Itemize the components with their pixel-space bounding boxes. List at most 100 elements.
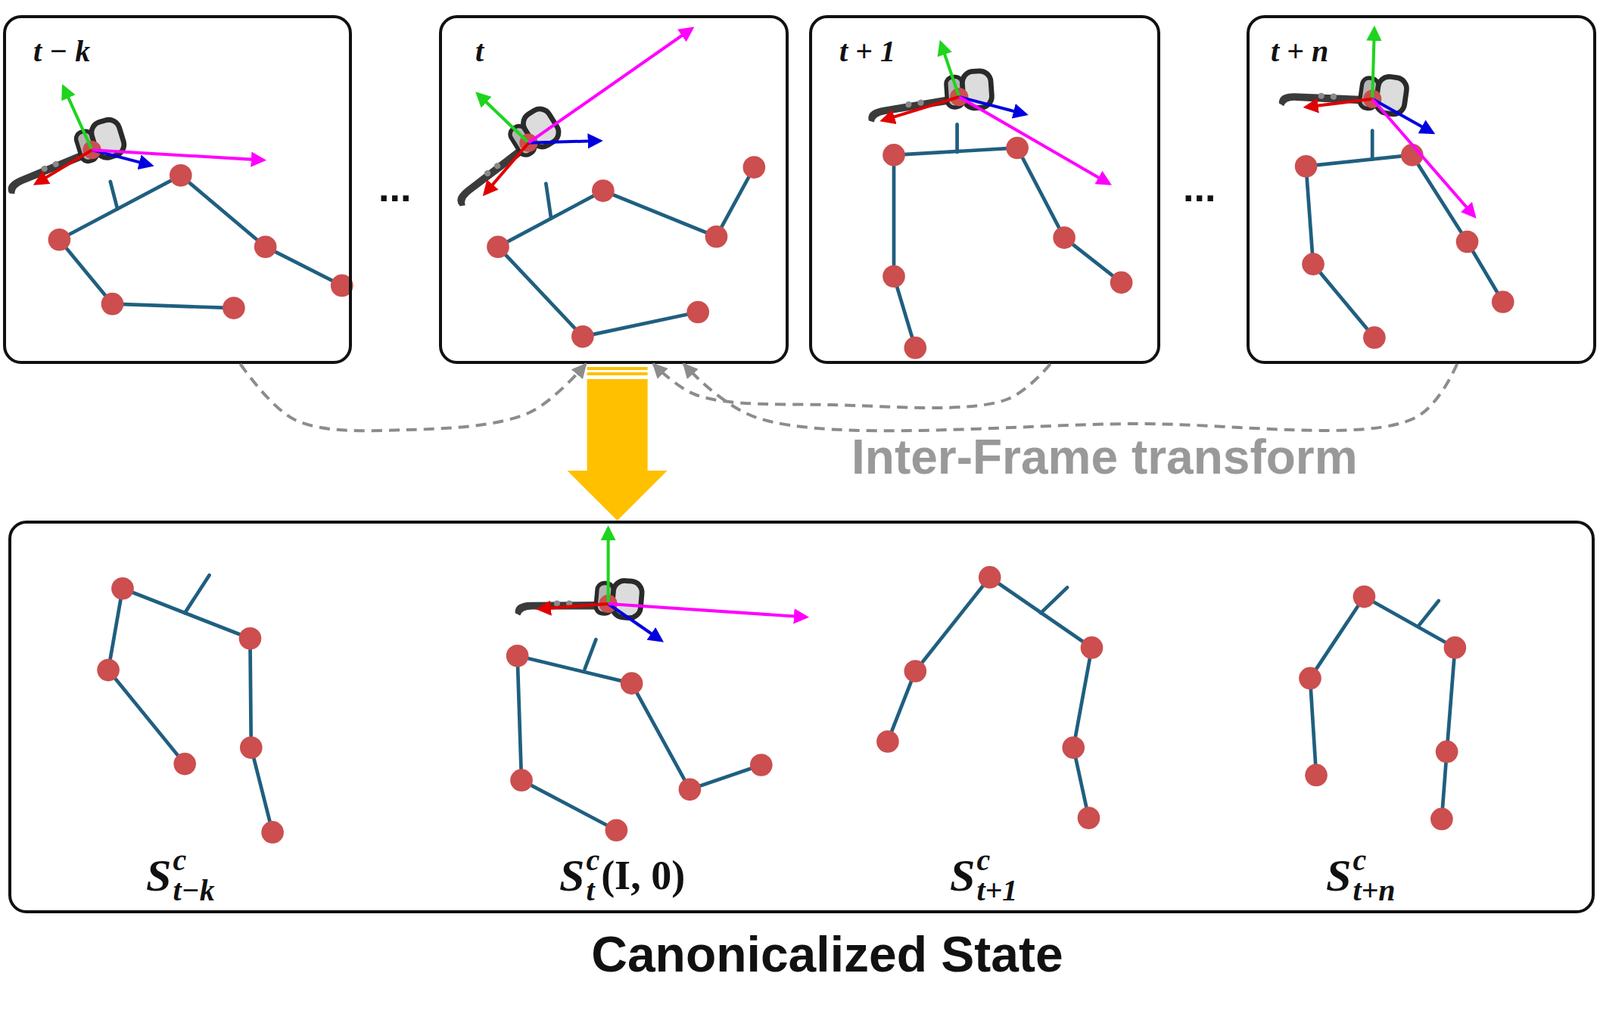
skeleton-bone	[1306, 155, 1413, 167]
skeleton-joint	[705, 225, 729, 249]
axis-arrow	[528, 140, 600, 144]
skeleton-joint	[1110, 271, 1134, 295]
skeleton-joint	[1077, 806, 1101, 830]
state-letter: S	[949, 852, 975, 899]
axis-arrow	[1372, 99, 1433, 133]
state-superscript: c	[172, 845, 215, 876]
skeleton-bone	[108, 588, 185, 765]
axis-arrow	[940, 43, 959, 97]
skeleton-joint	[686, 301, 710, 324]
state-argument: (I, 0)	[600, 855, 685, 897]
gaze-arrow	[528, 28, 692, 144]
skeleton-joint	[506, 644, 530, 668]
state-superscript: c	[1352, 845, 1395, 876]
skeleton-joint	[1430, 808, 1454, 832]
axis-arrow	[484, 143, 529, 194]
skeleton-bone	[59, 239, 234, 309]
inter-frame-arrow	[239, 364, 586, 431]
skeleton-joint	[903, 336, 927, 360]
skeleton-bone	[1073, 647, 1092, 819]
axis-arrow	[607, 528, 611, 604]
axis-arrow	[538, 603, 609, 610]
canonicalize-arrow-group	[567, 367, 668, 521]
skeleton-joint	[1435, 740, 1459, 764]
skeleton-bone	[603, 167, 754, 237]
state-subscript: t+1	[976, 875, 1018, 906]
script-column: ct+1	[976, 845, 1018, 906]
script-column: ct	[585, 845, 600, 906]
skeleton-joint	[1353, 585, 1376, 609]
skeleton-bone	[1418, 600, 1439, 627]
skeleton-joint	[101, 292, 125, 316]
arrow-stripe	[587, 367, 648, 371]
skeleton-bone	[1306, 166, 1375, 338]
skeleton-joint	[96, 659, 120, 682]
frame-panel: t	[438, 15, 789, 365]
skeleton-bone	[893, 155, 916, 349]
state-superscript: c	[585, 845, 600, 876]
skeleton-joint	[978, 566, 1002, 589]
axis-arrow	[35, 149, 92, 184]
skeleton-joint	[239, 736, 263, 760]
skeleton-bone	[989, 577, 1093, 648]
skeleton-bone	[545, 183, 551, 219]
skeleton-bone	[585, 639, 597, 670]
skeleton-joint	[486, 235, 510, 259]
skeleton-bone	[1441, 647, 1456, 819]
axis-arrow	[958, 96, 1026, 115]
glasses-icon	[865, 70, 993, 123]
skeleton-joint	[173, 753, 197, 776]
skeleton-joint	[605, 818, 629, 842]
glasses-icon	[514, 571, 643, 626]
skeleton-joint	[750, 753, 773, 777]
ellipsis-mark: ...	[1182, 168, 1216, 208]
skeleton-joint	[620, 672, 644, 695]
skeleton-bone	[498, 246, 698, 337]
state-subscript: t−k	[172, 875, 215, 906]
skeleton-joint	[1444, 636, 1467, 660]
axis-arrow	[882, 96, 959, 121]
glasses-icon	[0, 117, 129, 197]
transform-label: Inter-Frame transform	[851, 432, 1358, 482]
glasses-icon	[437, 104, 567, 208]
skeleton-joint	[1298, 667, 1322, 691]
skeleton-joint	[903, 659, 927, 683]
skeleton-joint	[1301, 252, 1325, 276]
skeleton-joint	[1456, 230, 1479, 254]
gaze-arrow	[1372, 99, 1475, 217]
gaze-arrow	[958, 96, 1109, 184]
skeleton-bone	[1017, 147, 1121, 283]
state-letter: S	[146, 852, 172, 899]
inter-frame-arrow	[653, 364, 1051, 408]
skeleton-joint	[48, 228, 72, 252]
skeleton-bone	[1040, 587, 1068, 614]
state-superscript: c	[976, 845, 1018, 876]
skeleton-bone	[59, 175, 181, 240]
skeleton-joint	[1052, 226, 1076, 250]
skeleton-joint	[1061, 736, 1085, 760]
axis-arrow	[477, 93, 529, 144]
state-symbol: Sct+n	[1326, 845, 1396, 906]
axis-arrow	[608, 603, 662, 642]
skeleton-joint	[169, 164, 193, 187]
gaze-arrow	[608, 603, 807, 618]
section-caption: Canonicalized State	[591, 929, 1064, 980]
skeleton-bone	[1370, 130, 1375, 160]
skeleton-bone	[110, 181, 118, 209]
skeleton-joint	[882, 143, 906, 167]
skeleton-joint	[1491, 290, 1515, 314]
skeleton-bone	[180, 175, 343, 287]
script-column: ct+n	[1352, 845, 1395, 906]
gaze-arrow	[92, 149, 264, 160]
skeleton-bone	[631, 683, 762, 790]
axis-arrow	[1372, 28, 1375, 100]
skeleton-joint	[239, 627, 262, 651]
skeleton-joint	[111, 577, 134, 601]
skeleton-bone	[1412, 155, 1504, 302]
skeleton-bone	[1363, 597, 1455, 648]
frame-panel: t − k	[3, 15, 352, 365]
frame-time-label: t + n	[1270, 36, 1329, 67]
state-letter: S	[559, 852, 585, 899]
